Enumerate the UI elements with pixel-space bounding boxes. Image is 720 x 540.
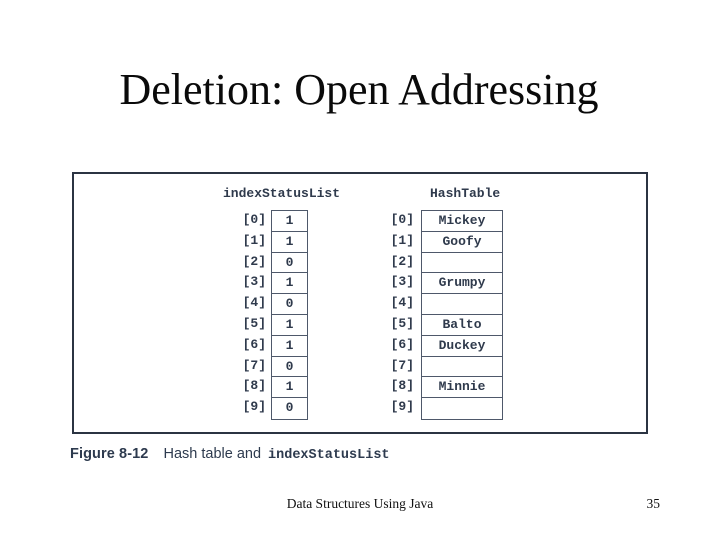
index-label: [6] [242,336,266,352]
index-status-list-cells: 1 1 0 1 0 1 1 0 1 0 [271,210,308,420]
hash-cell: Duckey [422,336,502,357]
index-label: [3] [242,274,266,290]
index-label: [1] [242,232,266,248]
status-cell: 0 [285,400,294,416]
index-label: [8] [390,378,414,394]
figure-diagram: indexStatusList HashTable [0] [1] [2] [3… [72,172,648,434]
figure-caption: Figure 8-12 Hash table and indexStatusLi… [70,446,390,463]
index-label: [5] [242,315,266,331]
index-label: [8] [242,378,266,394]
status-cell: 1 [272,232,307,253]
hash-cell [422,253,502,274]
index-label: [5] [390,315,414,331]
index-label: [4] [390,295,414,311]
hash-cell: Minnie [422,377,502,399]
status-cell: 0 [272,357,307,378]
hash-table-cells: Mickey Goofy Grumpy Balto Duckey Minnie [421,210,503,420]
index-label: [9] [390,399,414,415]
index-label: [7] [242,357,266,373]
hash-cell [422,357,502,378]
index-status-list-header: indexStatusList [223,186,341,201]
index-label: [1] [390,232,414,248]
figure-caption-code: indexStatusList [268,448,390,463]
status-cell: 1 [272,336,307,357]
index-label: [3] [390,274,414,290]
index-label: [0] [242,212,266,227]
hash-cell: Goofy [422,232,502,253]
figure-caption-label: Figure 8-12 [70,446,149,462]
hash-table-labels: [0] [1] [2] [3] [4] [5] [6] [7] [8] [9] [388,210,414,418]
hash-cell [422,398,502,419]
index-status-list-labels: [0] [1] [2] [3] [4] [5] [6] [7] [8] [9] [240,210,266,418]
index-label: [0] [390,212,414,227]
figure-caption-text: Hash table and [163,446,262,462]
status-cell: 1 [272,377,307,399]
index-label: [6] [390,336,414,352]
hash-cell: Balto [422,315,502,336]
status-cell: 0 [272,294,307,315]
status-cell: 1 [272,315,307,336]
hash-cell: Mickey [422,211,502,232]
hash-cell [422,294,502,315]
status-cell: 0 [272,253,307,274]
page-number: 35 [646,496,661,511]
index-label: [4] [242,295,266,311]
status-cell: 1 [272,273,307,295]
index-label: [2] [390,253,414,269]
index-label: [7] [390,357,414,373]
index-label: [9] [242,399,266,415]
index-label: [2] [242,253,266,269]
hash-cell: Grumpy [422,273,502,295]
status-cell: 1 [272,211,307,232]
footer-title: Data Structures Using Java [286,496,434,511]
hash-table-header: HashTable [430,186,501,201]
slide-title: Deletion: Open Addressing [119,65,599,114]
